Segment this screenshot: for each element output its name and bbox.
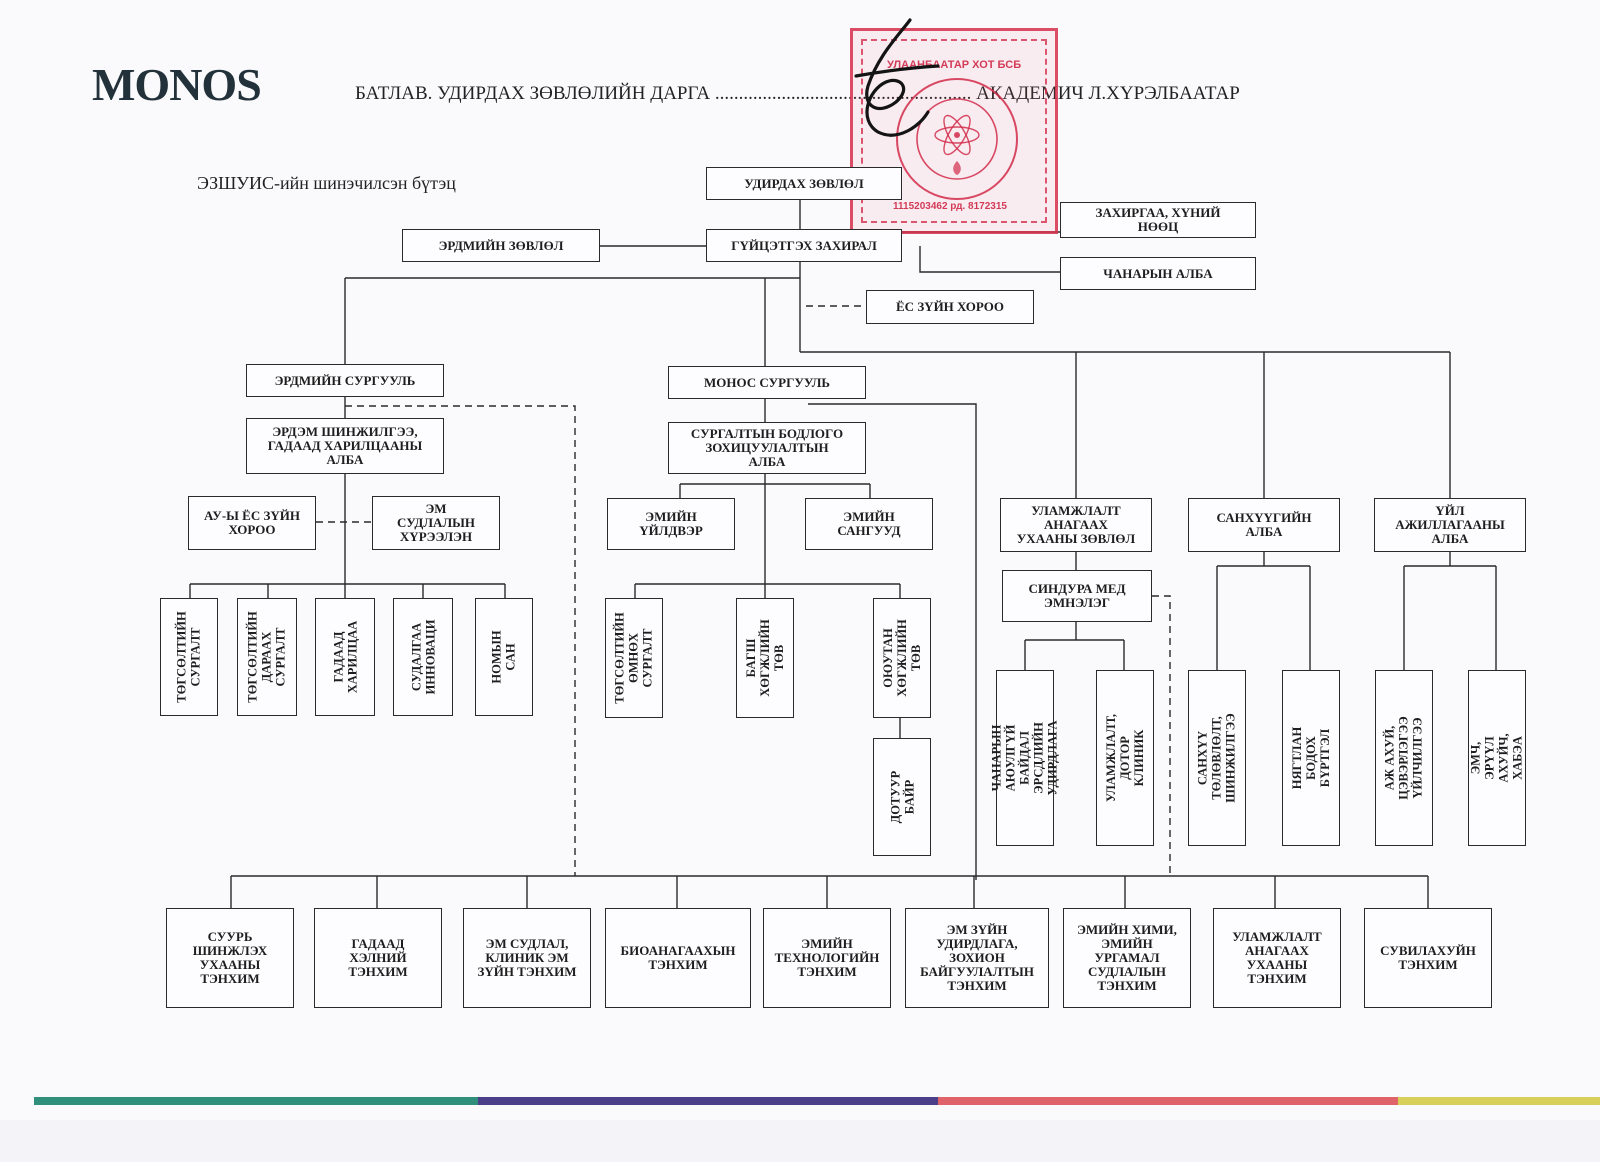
stamp-seal bbox=[896, 78, 1018, 200]
node-guitsetgeh-zahiral: ГҮЙЦЭТГЭХ ЗАХИРАЛ bbox=[706, 229, 902, 262]
node-aj-ahui-uilchilgee: АЖ АХУЙ, ЦЭВЭРЛЭГЭЭ ҮЙЛЧИЛГЭЭ bbox=[1375, 670, 1433, 846]
department-box: СУУРЬ ШИНЖЛЭХ УХААНЫ ТЭНХИМ bbox=[166, 908, 294, 1008]
node-nyagtlan-bodoh-burtgel: НЯГТЛАН БОДОХ БҮРТГЭЛ bbox=[1282, 670, 1340, 846]
node-ulamjlalt-dotor-klinik: УЛАМЖЛАЛТ, ДОТОР КЛИНИК bbox=[1096, 670, 1154, 846]
node-uil-ajillagaany-alba: ҮЙЛ АЖИЛЛАГААНЫ АЛБА bbox=[1374, 498, 1526, 552]
node-au-yos-zuin-horoo: АУ-Ы ЁС ЗҮЙН ХОРОО bbox=[188, 496, 316, 550]
node-emch-eruul-ahuich: ЭМЧ, ЭРҮҮЛ АХУЙЧ, ХАБЭА bbox=[1468, 670, 1526, 846]
department-box: БИОАНАГААХЫН ТЭНХИМ bbox=[605, 908, 751, 1008]
node-ulamjlalt-zovlol: УЛАМЖЛАЛТ АНАГААХ УХААНЫ ЗӨВЛӨЛ bbox=[1000, 498, 1152, 552]
footer-bar-red bbox=[938, 1097, 1398, 1105]
node-em-sudlalyn-hureelen: ЭМ СУДЛАЛЫН ХҮРЭЭЛЭН bbox=[372, 496, 500, 550]
node-erdmiin-surguuli: ЭРДМИЙН СУРГУУЛЬ bbox=[246, 364, 444, 397]
node-yos-zuin-horoo: ЁС ЗҮЙН ХОРОО bbox=[866, 290, 1034, 324]
department-box: ЭМИЙН ХИМИ, ЭМИЙН УРГАМАЛ СУДЛАЛЫН ТЭНХИ… bbox=[1063, 908, 1191, 1008]
stamp-bottom-text: 1115203462 рд. 8172315 bbox=[893, 201, 1007, 212]
node-nomyn-san: НОМЫН САН bbox=[475, 598, 533, 716]
department-box: УЛАМЖЛАЛТ АНАГААХ УХААНЫ ТЭНХИМ bbox=[1213, 908, 1341, 1008]
node-sanhuugiin-alba: САНХҮҮГИЙН АЛБА bbox=[1188, 498, 1340, 552]
node-tugsultiin-surgalt: ТӨГСӨЛТИЙН СУРГАЛТ bbox=[160, 598, 218, 716]
node-chanaryn-aiulgui: ЧАНАРЫН АЮУЛГҮЙ БАЙДАЛ ЭРСДЛИЙН УДИРДЛАГ… bbox=[990, 670, 1060, 846]
node-oyutan-hogjliin-tov: ОЮУТАН ХӨГЖЛИЙН ТӨВ bbox=[873, 598, 931, 718]
node-erdmiin-zovlol: ЭРДМИЙН ЗӨВЛӨЛ bbox=[402, 229, 600, 262]
footer-bar-yellow bbox=[1398, 1097, 1600, 1105]
node-emiin-sanguud: ЭМИЙН САНГУУД bbox=[805, 498, 933, 550]
node-tugsultiin-omnoh-surgalt: ТӨГСӨЛТИЙН ӨМНӨХ СУРГАЛТ bbox=[605, 598, 663, 718]
monos-logo: MONOS bbox=[92, 59, 262, 110]
node-tugsultiin-daraah-surgalt: ТӨГСӨЛТИЙН ДАРААХ СУРГАЛТ bbox=[237, 598, 297, 716]
node-sindura-med-emneleg: СИНДУРА МЕД ЭМНЭЛЭГ bbox=[1002, 570, 1152, 622]
department-box: ГАДААД ХЭЛНИЙ ТЭНХИМ bbox=[314, 908, 442, 1008]
node-sanhuu-tuluvlult: САНХҮҮ ТӨЛӨВЛӨЛТ, ШИНЖИЛГЭЭ bbox=[1188, 670, 1246, 846]
footer-bar-green bbox=[34, 1097, 478, 1105]
node-monos-surguuli: МОНОС СУРГУУЛЬ bbox=[668, 366, 866, 399]
approval-line: БАТЛАВ. УДИРДАХ ЗӨВЛӨЛИЙН ДАРГА ........… bbox=[355, 83, 1240, 104]
node-surgaltyn-bodlogo-alba: СУРГАЛТЫН БОДЛОГО ЗОХИЦУУЛАЛТЫН АЛБА bbox=[668, 422, 866, 474]
node-sudalgaa-innovaci: СУДАЛГАА ИННОВАЦИ bbox=[393, 598, 453, 716]
stamp-border bbox=[861, 39, 1047, 223]
node-gadaad-hariltsaa: ГАДААД ХАРИЛЦАА bbox=[315, 598, 375, 716]
node-dotuur-bair: ДОТУУР БАЙР bbox=[873, 738, 931, 856]
department-box: СУВИЛАХУЙН ТЭНХИМ bbox=[1364, 908, 1492, 1008]
node-udirdah-zovlol: УДИРДАХ ЗӨВЛӨЛ bbox=[706, 167, 902, 200]
node-bagsh-hogjliin-tov: БАГШ ХӨГЖЛИЙН ТӨВ bbox=[736, 598, 794, 718]
department-box: ЭМИЙН ТЕХНОЛОГИЙН ТЭНХИМ bbox=[763, 908, 891, 1008]
node-zahirgaa-hunii-nooc: ЗАХИРГАА, ХҮНИЙ НӨӨЦ bbox=[1060, 202, 1256, 238]
footer-bar-purple bbox=[478, 1097, 938, 1105]
chart-subtitle: ЭЗШУИС-ийн шинэчилсэн бүтэц bbox=[197, 173, 456, 193]
node-emiin-uildver: ЭМИЙН ҮЙЛДВЭР bbox=[607, 498, 735, 550]
department-box: ЭМ ЗҮЙН УДИРДЛАГА, ЗОХИОН БАЙГУУЛАЛТЫН Т… bbox=[905, 908, 1049, 1008]
signature bbox=[854, 18, 940, 137]
department-box: ЭМ СУДЛАЛ, КЛИНИК ЭМ ЗҮЙН ТЭНХИМ bbox=[463, 908, 591, 1008]
node-chanaryn-alba: ЧАНАРЫН АЛБА bbox=[1060, 257, 1256, 290]
node-erdem-shinjilgee-alba: ЭРДЭМ ШИНЖИЛГЭЭ, ГАДААД ХАРИЛЦААНЫ АЛБА bbox=[246, 418, 444, 474]
